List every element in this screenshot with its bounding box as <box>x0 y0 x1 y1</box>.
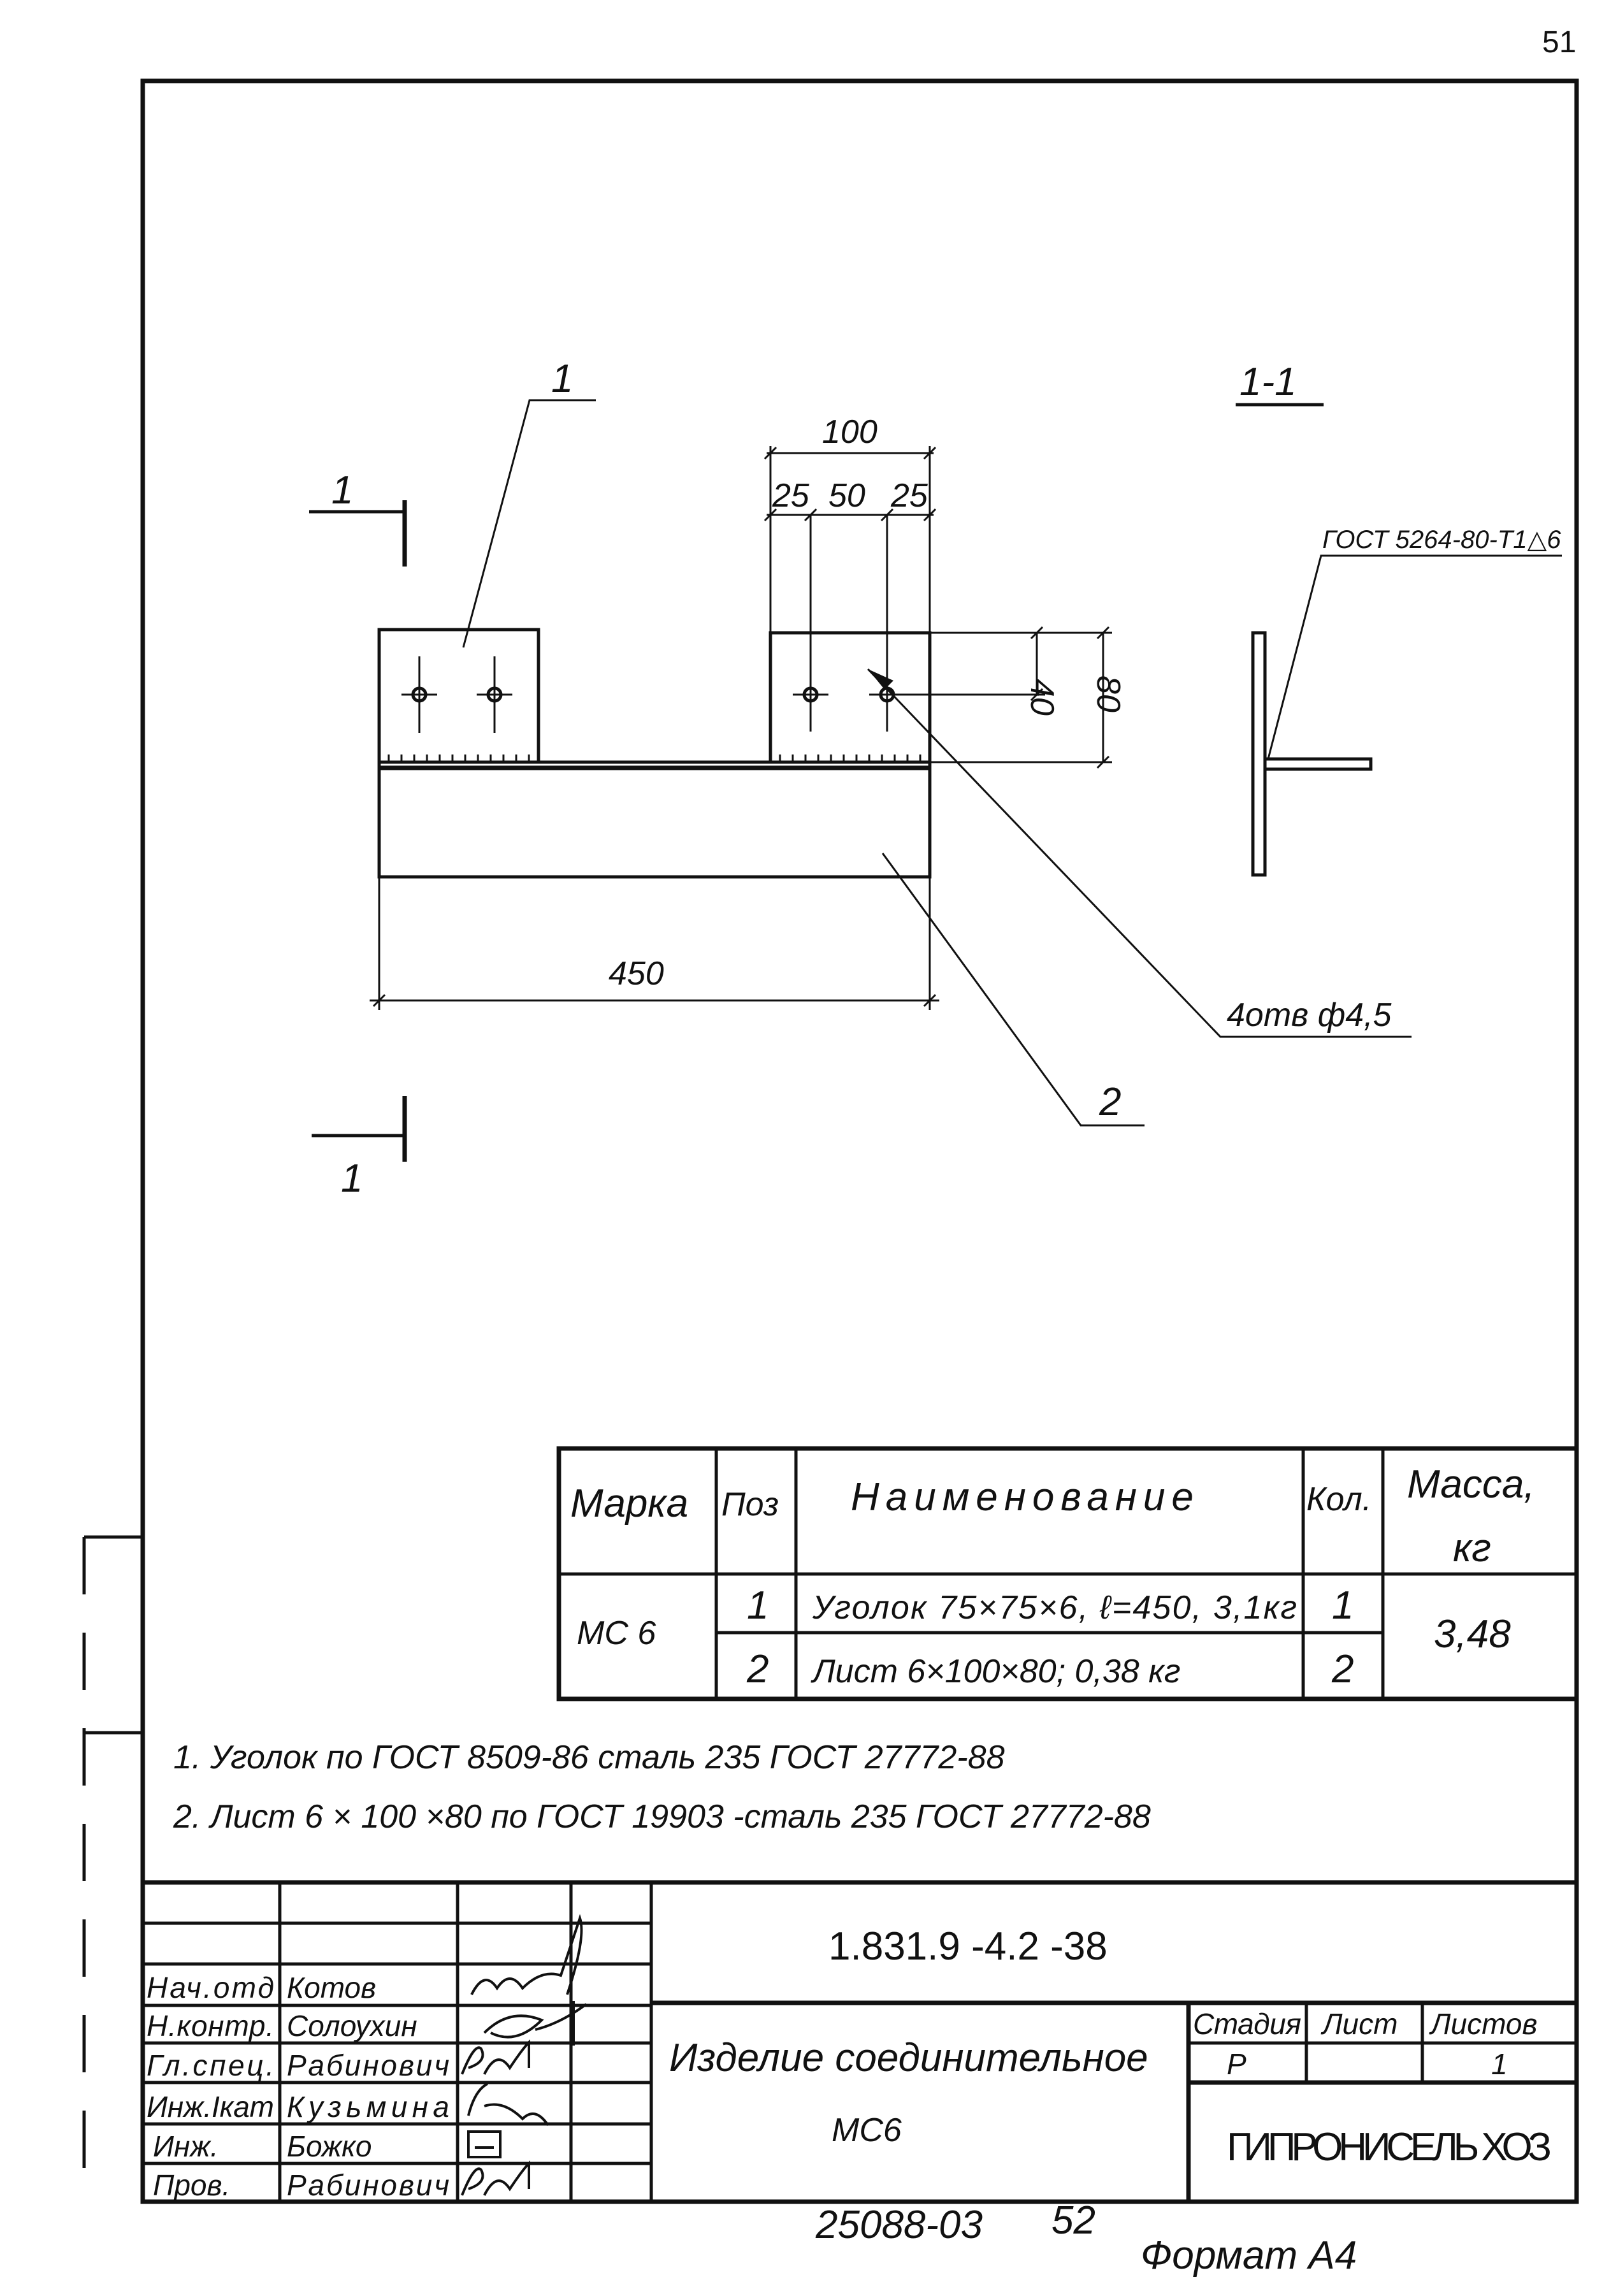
organization: ГИПРОНИСЕЛЬ ХОЗ <box>1227 2125 1552 2169</box>
section-mark-bottom-label: 1 <box>341 1157 363 1201</box>
name-6: Рабинович <box>287 2169 449 2202</box>
angle-part-1 <box>377 628 540 764</box>
holes-leader: 4отв ф4,5 <box>867 668 1412 1038</box>
spec-table: Марка Поз Наименование Кол. Масса, кг МС… <box>556 1446 1579 1701</box>
leader-2-label: 2 <box>1099 1080 1121 1124</box>
stage-label: Стадия <box>1193 2007 1301 2040</box>
note-1: 1. Уголок по ГОСТ 8509-86 сталь 235 ГОСТ… <box>173 1739 1005 1776</box>
name-2: Солоухин <box>287 2009 417 2042</box>
role-4: Инж.Iкат <box>147 2090 274 2123</box>
row1-qty: 1 <box>1332 1584 1354 1628</box>
dim-25-right: 25 <box>890 477 928 514</box>
margin-marks <box>82 1535 143 2202</box>
row2-name: Лист 6×100×80; 0,38 кг <box>811 1653 1180 1690</box>
stage-value: Р <box>1227 2047 1246 2081</box>
row1-name: Уголок 75×75×6, ℓ=450, 3,1кг <box>812 1589 1297 1626</box>
section-title: 1-1 <box>1239 360 1297 404</box>
mark-value: МС 6 <box>577 1615 656 1652</box>
sheets-label: Листов <box>1429 2007 1538 2040</box>
role-5: Инж. <box>153 2130 219 2163</box>
doc-number: 1.831.9 -4.2 -38 <box>828 1924 1108 1968</box>
section-view: 1-1 ГОСТ 5264-80-Т1△6 <box>1236 360 1562 877</box>
holes <box>401 515 905 733</box>
product-title-line2: МС6 <box>832 2112 902 2149</box>
role-3: Гл.спец. <box>147 2049 274 2082</box>
footer-page: 52 <box>1051 2199 1095 2242</box>
header-pos: Поз <box>721 1486 779 1523</box>
sheet-frame <box>140 78 1579 2204</box>
dim-80: 80 <box>1090 675 1127 712</box>
row2-qty: 2 <box>1331 1647 1354 1691</box>
row1-pos: 1 <box>747 1584 769 1628</box>
angle-flange-part-2 <box>377 760 932 879</box>
sheet-label: Лист <box>1320 2007 1398 2040</box>
leader-1: 1 <box>462 357 596 648</box>
header-mark: Марка <box>570 1482 688 1526</box>
holes-note: 4отв ф4,5 <box>1227 997 1392 1034</box>
format-label: Формат А4 <box>1141 2234 1357 2278</box>
leader-1-label: 1 <box>551 357 573 401</box>
title-block: 1.831.9 -4.2 -38 Нач.отд Котов Н.контр. … <box>143 1880 1577 2202</box>
name-4: Кузьмина <box>287 2090 449 2123</box>
dimensions <box>370 446 1112 1010</box>
role-1: Нач.отд <box>147 1971 274 2004</box>
name-5: Божко <box>287 2130 372 2163</box>
section-mark-bottom: 1 <box>312 1096 407 1201</box>
weld-note: ГОСТ 5264-80-Т1△6 <box>1322 526 1561 554</box>
role-2: Н.контр. <box>147 2009 274 2042</box>
name-3: Рабинович <box>287 2049 449 2082</box>
dim-40: 40 <box>1023 679 1060 716</box>
signatures <box>461 1914 588 2196</box>
dim-25-left: 25 <box>772 477 810 514</box>
header-qty: Кол. <box>1306 1481 1371 1518</box>
dim-100: 100 <box>822 414 878 451</box>
role-6: Пров. <box>153 2169 230 2202</box>
note-2: 2. Лист 6 × 100 ×80 по ГОСТ 19903 -сталь… <box>173 1798 1151 1835</box>
section-mark-top-label: 1 <box>331 468 353 512</box>
section-mark-top: 1 <box>309 468 407 567</box>
main-view <box>377 515 932 879</box>
leader-2: 2 <box>881 853 1145 1127</box>
product-title-line1: Изделие соединительное <box>669 2036 1148 2080</box>
row2-pos: 2 <box>746 1647 769 1691</box>
header-name: Наименование <box>851 1475 1200 1519</box>
dim-50: 50 <box>828 477 865 514</box>
dim-450: 450 <box>609 955 664 992</box>
sheets-value: 1 <box>1491 2047 1508 2081</box>
header-mass: Масса, <box>1407 1462 1535 1506</box>
header-mass-unit: кг <box>1453 1526 1491 1570</box>
mass-value: 3,48 <box>1434 1612 1511 1656</box>
page-number: 51 <box>1542 25 1576 59</box>
plate-upper <box>769 631 932 764</box>
archive-number: 25088-03 <box>815 2203 983 2247</box>
name-1: Котов <box>287 1971 376 2004</box>
